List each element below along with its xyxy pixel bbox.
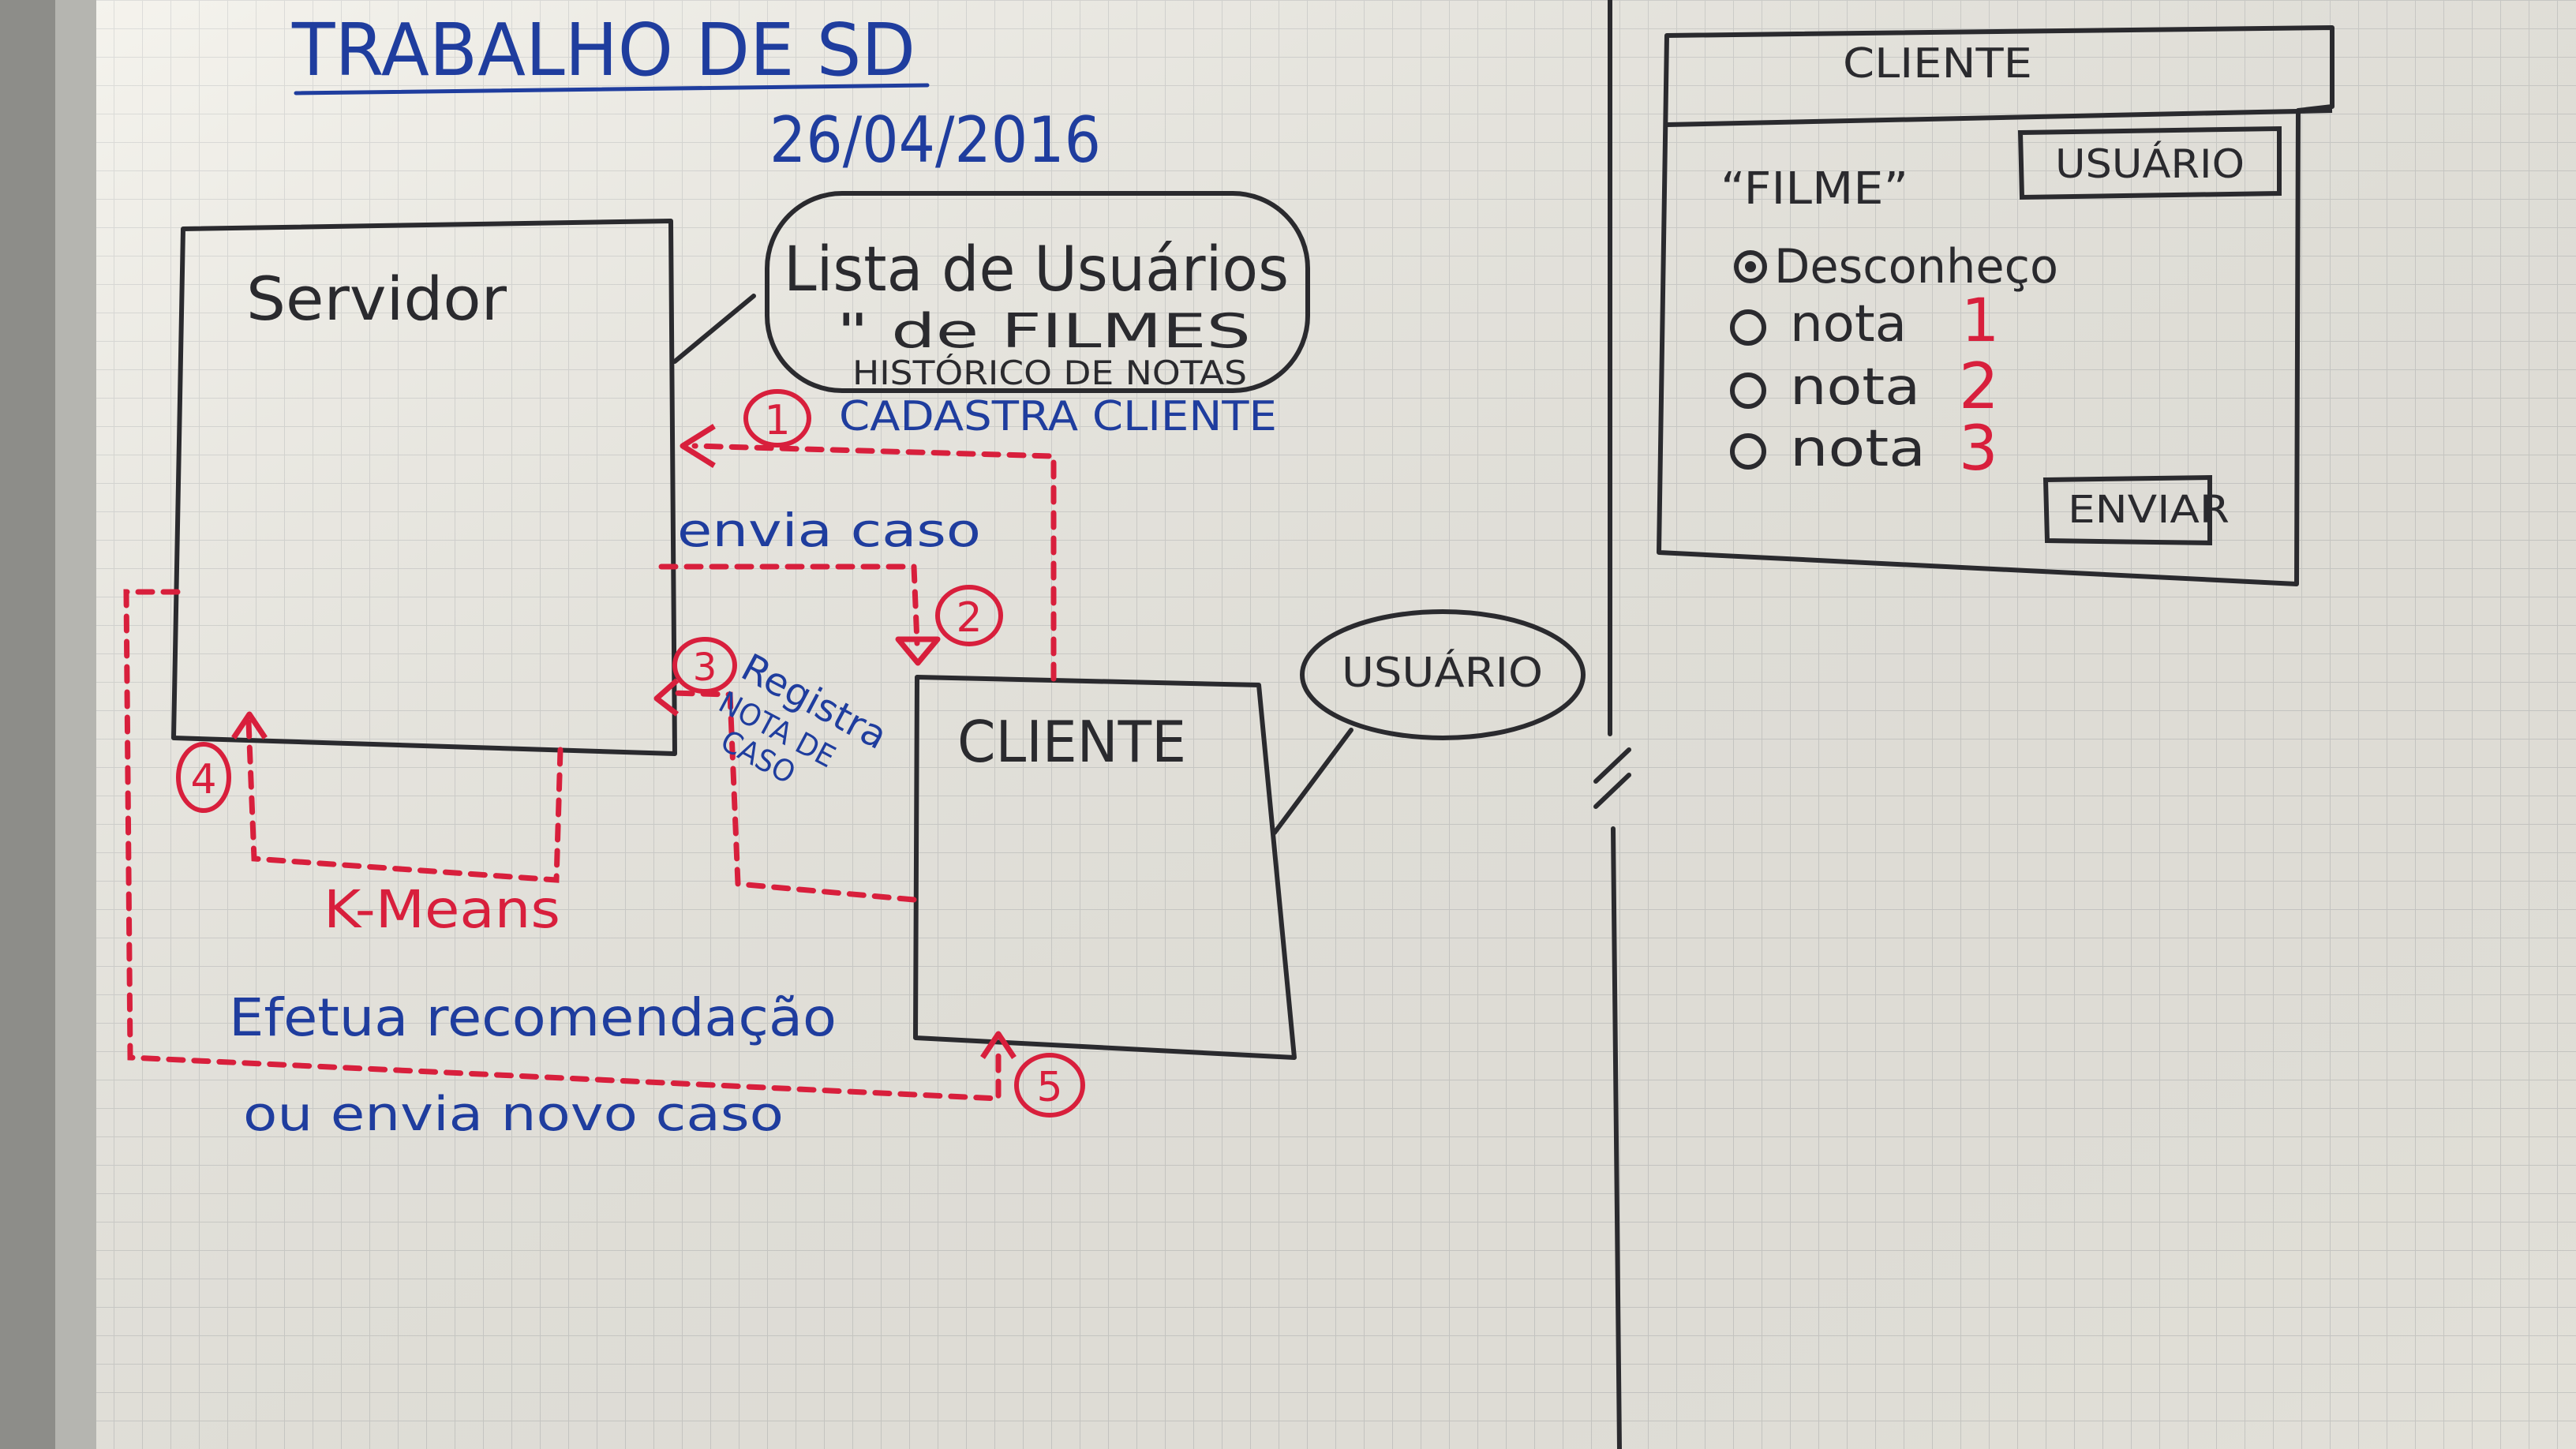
step-1-label: CADASTRA CLIENTE [839, 393, 1277, 440]
server-data-note: Lista de Usuários " de FILMES HISTÓRICO … [672, 191, 1310, 393]
user-bubble-label: USUÁRIO [1342, 649, 1543, 697]
step-2-label: envia caso [677, 504, 981, 557]
step-badges: 1 2 3 4 5 [176, 389, 1085, 1118]
arrowhead-step-3 [653, 678, 680, 717]
option-rating-2-number: 2 [1959, 350, 1999, 423]
step-4-label: K-Means [324, 879, 560, 940]
arrow-step-2 [658, 564, 920, 646]
mockup-movie-label: “FILME” [1720, 163, 1908, 215]
note-ratings-history: HISTÓRICO DE NOTAS [852, 353, 1247, 392]
title-underline [294, 83, 930, 95]
divider-line [1593, 0, 1631, 1449]
radio-empty-icon [1730, 433, 1766, 470]
mockup-send-button-label: ENVIAR [2068, 488, 2230, 532]
step-2-badge: 2 [935, 585, 1003, 646]
mockup-option-rating-2[interactable]: nota 2 [1730, 350, 1999, 423]
mockup-title-bar-divider [1666, 108, 2333, 127]
arrowhead-step-1 [680, 424, 716, 468]
board-date: 26/04/2016 [769, 103, 1101, 177]
step-1-badge: 1 [743, 389, 811, 447]
note-movie-list: " de FILMES [837, 304, 1251, 359]
arrow-step-4 [245, 719, 564, 883]
arrow-step-1 [691, 443, 1057, 682]
client-box: CLIENTE [913, 675, 1297, 1060]
arrowhead-step-4 [231, 711, 268, 739]
mockup-window-title: CLIENTE [1843, 40, 2032, 88]
client-label: CLIENTE [957, 709, 1186, 775]
step-5-number: 5 [1036, 1064, 1062, 1111]
flow-arrows [123, 443, 1057, 1102]
option-rating-1-text: nota [1790, 295, 1907, 354]
step-5-label-line2: ou envia novo caso [243, 1087, 784, 1142]
arrow-step-5 [123, 589, 1002, 1102]
client-ui-mockup: CLIENTE “FILME” USUÁRIO Desconheço nota … [1657, 25, 2334, 586]
option-rating-1-number: 1 [1961, 285, 1999, 355]
arrow-step-3 [666, 690, 917, 903]
mockup-user-button[interactable]: USUÁRIO [2017, 125, 2282, 200]
server-box: Servidor [171, 219, 677, 756]
arrowhead-step-2 [895, 636, 941, 666]
server-label: Servidor [246, 264, 507, 334]
step-5-badge: 5 [1014, 1053, 1085, 1118]
option-unknown-text: Desconheço [1774, 239, 2058, 294]
mockup-user-button-label: USUÁRIO [2055, 140, 2245, 187]
user-bubble: USUÁRIO [1272, 609, 1586, 835]
board-frame-edge [55, 0, 96, 1449]
arrowhead-step-5 [980, 1031, 1017, 1059]
board-title: TRABALHO DE SD [291, 8, 915, 92]
radio-selected-icon [1734, 250, 1767, 283]
note-user-list: Lista de Usuários [784, 234, 1289, 305]
arrow-heads [231, 424, 1017, 1059]
mockup-option-unknown[interactable]: Desconheço [1734, 239, 2058, 294]
radio-empty-icon [1730, 309, 1766, 346]
option-rating-2-text: nota [1790, 358, 1920, 417]
step-4-number: 4 [190, 756, 216, 803]
step-2-number: 2 [956, 594, 982, 642]
step-5-label-line1: Efetua recomendação [229, 987, 837, 1048]
option-rating-3-number: 3 [1959, 414, 1998, 485]
step-1-number: 1 [764, 397, 790, 444]
mockup-option-rating-1[interactable]: nota 1 [1730, 285, 1999, 355]
step-3-badge: 3 [672, 637, 737, 694]
option-rating-3-text: nota [1790, 420, 1926, 478]
radio-empty-icon [1730, 373, 1766, 409]
mockup-option-rating-3[interactable]: nota 3 [1730, 414, 1998, 485]
step-3-number: 3 [693, 646, 717, 690]
step-4-badge: 4 [176, 742, 231, 813]
mockup-send-button[interactable]: ENVIAR [2042, 474, 2230, 546]
